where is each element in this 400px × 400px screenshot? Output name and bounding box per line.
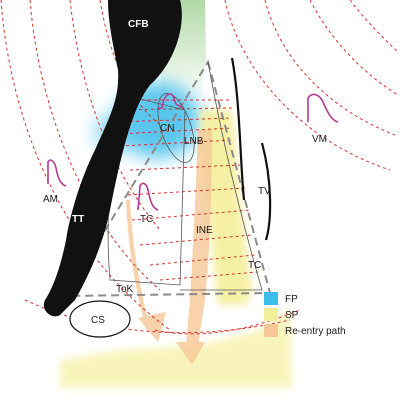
sp-bottom-region bbox=[60, 310, 292, 388]
label-cs: CS bbox=[91, 315, 105, 326]
label-vm: VM bbox=[312, 134, 327, 145]
label-tv: TV bbox=[258, 186, 271, 197]
label-cn: CN bbox=[160, 123, 174, 134]
thin-outline-right bbox=[180, 61, 263, 291]
label-lnb: LNB bbox=[184, 136, 204, 147]
label-cfb: CFB bbox=[128, 19, 149, 30]
label-ine: INE bbox=[196, 225, 213, 236]
action-potential-icon-am bbox=[47, 159, 67, 187]
coronary-sinus bbox=[69, 300, 131, 338]
legend-label-fp: FP bbox=[285, 294, 298, 305]
cn-outline bbox=[157, 93, 195, 163]
legend-label-reentry: Re-entry path bbox=[285, 326, 346, 337]
reentry-path bbox=[126, 130, 212, 365]
label-tok: ToK bbox=[116, 284, 134, 295]
action-potential-icon-cn bbox=[158, 93, 185, 109]
koch-triangle bbox=[63, 59, 272, 298]
cfb-tt-structure bbox=[43, 0, 182, 317]
action-potential-icon-vm bbox=[307, 93, 339, 123]
label-tc-left: TC bbox=[140, 214, 153, 225]
tricuspid-valve bbox=[230, 57, 272, 241]
label-am: AM bbox=[43, 194, 58, 205]
action-potential-icon-tc bbox=[137, 182, 159, 211]
sp-region bbox=[200, 110, 252, 305]
legend: FP SP Re-entry path bbox=[264, 292, 346, 337]
legend-label-sp: SP bbox=[285, 310, 299, 321]
label-tt: TT bbox=[72, 214, 84, 225]
legend-swatch-sp bbox=[264, 308, 278, 321]
label-tc-right: TC bbox=[248, 260, 261, 271]
legend-swatch-reentry bbox=[264, 324, 278, 337]
legend-swatch-fp bbox=[264, 292, 278, 305]
